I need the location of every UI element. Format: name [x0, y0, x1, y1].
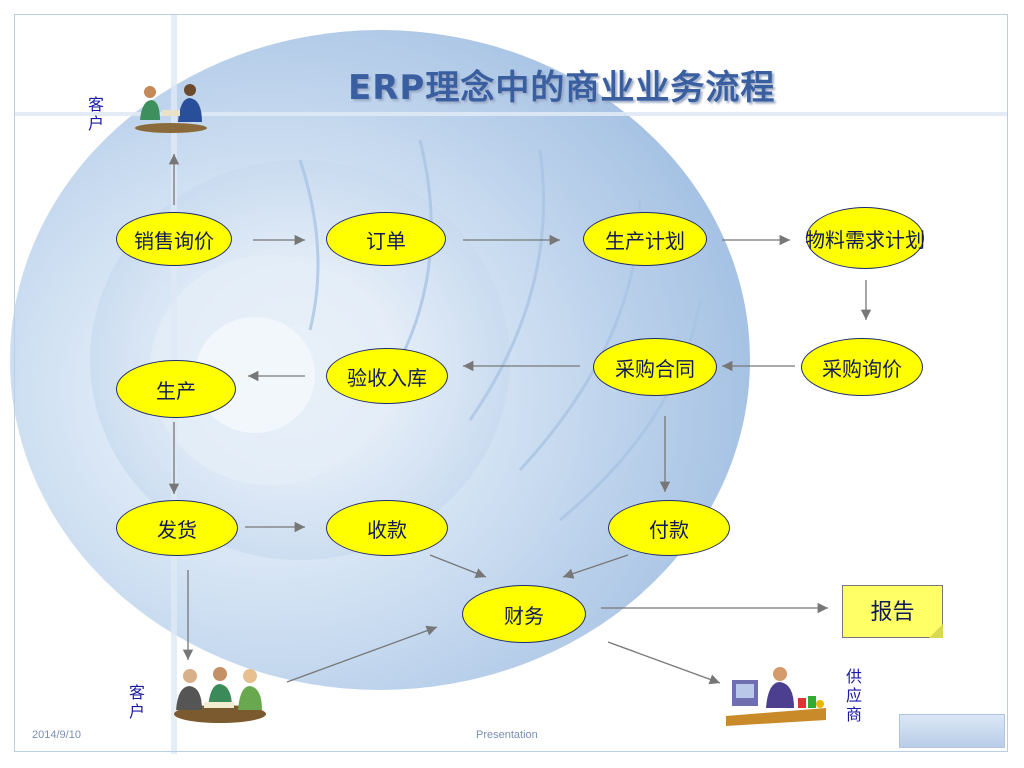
report-label: 报告 — [870, 600, 915, 625]
node-purchase-contract-label: 采购合同 — [615, 356, 695, 381]
footer-presentation: Presentation — [476, 729, 538, 741]
customers-group-icon — [174, 667, 266, 723]
node-payment: 付款 — [608, 500, 730, 556]
node-purchase-contract: 采购合同 — [593, 338, 717, 396]
node-production-plan: 生产计划 — [583, 212, 707, 266]
corner-decoration — [899, 714, 1005, 748]
node-material-plan-label: 物料需求计划 — [805, 227, 925, 252]
node-purchase-inquiry: 采购询价 — [801, 338, 923, 396]
arrow-receipt-to-finance — [429, 554, 487, 579]
node-finance: 财务 — [462, 585, 586, 643]
customers-meeting-icon — [135, 84, 207, 133]
node-finance-label: 财务 — [504, 603, 544, 628]
arrow-payment-to-finance — [562, 554, 629, 579]
node-production: 生产 — [116, 360, 236, 418]
arrow-finance-to-supplier — [607, 641, 721, 685]
customer-bottom-label: 客户 — [128, 683, 145, 721]
node-sales-inquiry: 销售询价 — [116, 212, 232, 266]
arrow-customer-to-finance — [286, 625, 438, 683]
node-receiving: 验收入库 — [326, 348, 448, 404]
report-document: 报告 — [842, 585, 943, 638]
node-payment-label: 付款 — [649, 517, 689, 542]
node-shipping: 发货 — [116, 500, 238, 556]
node-receipt-label: 收款 — [367, 517, 407, 542]
node-order-label: 订单 — [366, 228, 406, 253]
supplier-worker-icon — [726, 667, 826, 726]
node-order: 订单 — [326, 212, 446, 266]
footer-date: 2014/9/10 — [32, 729, 81, 741]
node-production-label: 生产 — [156, 378, 196, 403]
node-shipping-label: 发货 — [157, 517, 197, 542]
node-receiving-label: 验收入库 — [347, 365, 427, 390]
node-production-plan-label: 生产计划 — [605, 228, 685, 253]
customer-top-label: 客户 — [87, 95, 104, 133]
slide-frame — [14, 14, 1008, 752]
node-material-plan: 物料需求计划 — [805, 207, 925, 269]
supplier-label: 供应商 — [845, 667, 862, 724]
node-purchase-inquiry-label: 采购询价 — [822, 356, 902, 381]
node-receipt: 收款 — [326, 500, 448, 556]
node-sales-inquiry-label: 销售询价 — [134, 228, 214, 253]
slide-title: ERP理念中的商业业务流程 — [348, 68, 776, 108]
page-fold-icon — [929, 624, 943, 638]
